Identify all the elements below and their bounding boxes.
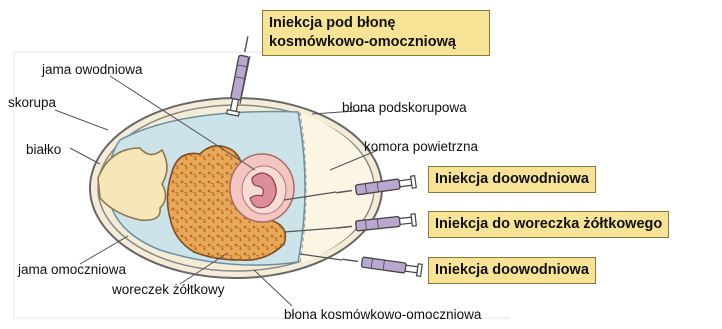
label-albumen: białko (26, 142, 61, 158)
box-amniotic-injection-2: Iniekcja doowodniowa (428, 257, 596, 284)
label-amniotic-cavity: jama owodniowa (42, 62, 143, 78)
label-shell: skorupa (8, 95, 56, 111)
label-chorioallantoic-membrane: błona kosmówkowo-omoczniowa (284, 307, 481, 323)
box-chorioallantoic-injection: Iniekcja pod błonę kosmówkowo-omoczniową (262, 10, 490, 56)
syringe-icon (341, 253, 422, 276)
box-amniotic-injection-1: Iniekcja doowodniowa (428, 166, 596, 193)
label-shell-membrane: błona podskorupowa (342, 100, 467, 116)
label-yolk-sac: woreczek żółtkowy (112, 282, 225, 298)
label-allantoic-cavity: jama omoczniowa (18, 262, 126, 278)
label-air-cell: komora powietrzna (364, 139, 478, 155)
box-yolk-sac-injection: Iniekcja do woreczka żółtkowego (428, 211, 669, 238)
